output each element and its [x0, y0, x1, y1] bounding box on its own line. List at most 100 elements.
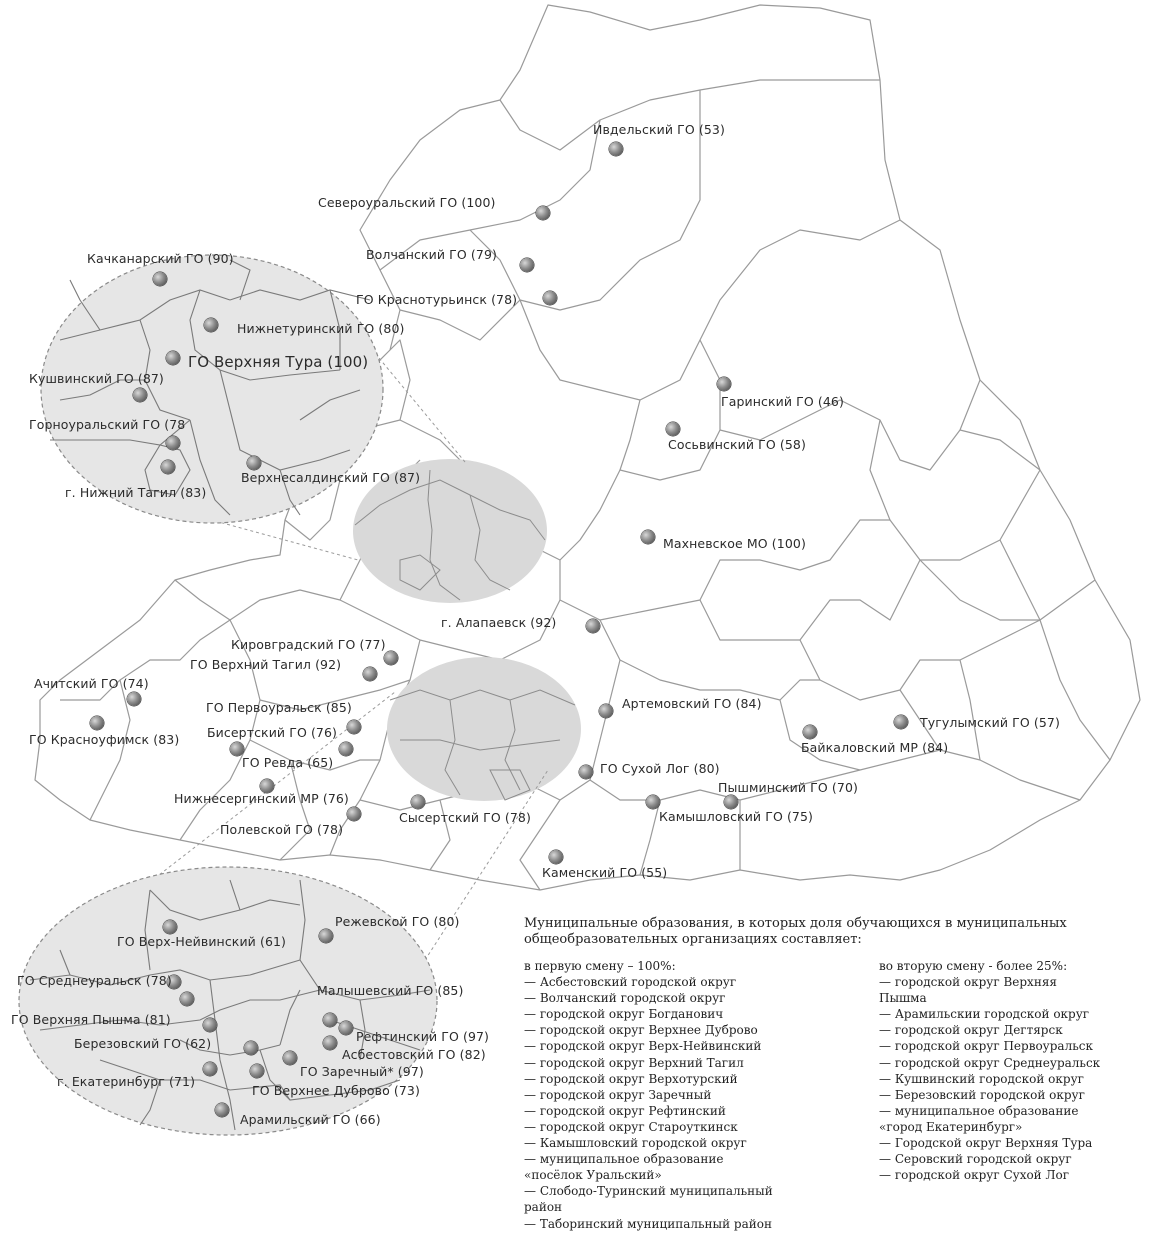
legend-col1-item: — городской округ Верхний Тагил — [524, 1055, 744, 1070]
marker-alapaevsk — [586, 619, 600, 633]
legend-col2-item: — городской округ Дегтярск — [879, 1023, 1063, 1038]
legend-col2-item: — городской округ Верхняя — [879, 975, 1057, 990]
label-achit: Ачитский ГО (74) — [34, 676, 149, 691]
legend-col2-item: — Арамильскии городской округ — [879, 1007, 1090, 1022]
marker-ivdel — [609, 142, 623, 156]
marker-garinsky — [717, 377, 731, 391]
marker-vdubrovo — [250, 1064, 264, 1078]
legend-col1-item: — Асбестовский городской округ — [524, 975, 737, 990]
legend-column-first-shift: в первую смену – 100%: — Асбестовский го… — [524, 958, 773, 1232]
label-artemovsky: Артемовский ГО (84) — [622, 696, 762, 711]
marker-polevskoy — [347, 807, 361, 821]
legend-col1-item: — Волчанский городской округ — [524, 991, 726, 1006]
label-kamensky: Каменский ГО (55) — [542, 865, 668, 880]
label-zarechny: ГО Заречный* (97) — [300, 1064, 424, 1079]
label-garinsky: Гаринский ГО (46) — [721, 394, 844, 409]
label-sredneuralsk: ГО Среднеуральск (78) — [17, 973, 172, 988]
label-asbest: Асбестовский ГО (82) — [342, 1047, 486, 1062]
label-sysert: Сысертский ГО (78) — [399, 810, 531, 825]
label-rezh: Режевской ГО (80) — [335, 914, 460, 929]
marker-tugulym — [894, 715, 908, 729]
legend-col2-item: — городской округ Среднеуральск — [879, 1055, 1101, 1070]
label-pyshma: Пышминский ГО (70) — [718, 780, 858, 795]
marker-berezovsky — [203, 1018, 217, 1032]
marker-rezh — [319, 929, 333, 943]
label-kushva: Кушвинский ГО (87) — [29, 371, 164, 386]
zoom-area-south — [387, 657, 581, 801]
marker-baikalovo — [803, 725, 817, 739]
label-berezovsky: Березовский ГО (62) — [74, 1036, 212, 1051]
legend-col1-item: район — [524, 1200, 563, 1215]
label-ntagil: г. Нижний Тагил (83) — [65, 485, 207, 500]
marker-sukhoylog — [579, 765, 593, 779]
legend-col1-heading: в первую смену – 100%: — [524, 959, 676, 973]
label-gornouralsky: Горноуральский ГО (78 — [29, 417, 186, 432]
marker-volchansk — [520, 258, 534, 272]
legend-col1-item: — городской округ Верх-Нейвинский — [524, 1039, 762, 1054]
label-verkhnyaya-tura: ГО Верхняя Тура (100) — [188, 353, 369, 371]
marker-sredneuralsk — [167, 975, 181, 989]
legend-col1-item: — Таборинский муниципальный район — [524, 1216, 772, 1231]
label-malysheva: Малышевский ГО (85) — [317, 983, 464, 998]
label-vsalda: Верхнесалдинский ГО (87) — [241, 470, 421, 485]
label-tugulym: Тугулымский ГО (57) — [920, 715, 1060, 730]
label-nizhneserginsky: Нижнесергинский МР (76) — [174, 791, 349, 806]
label-vdubrovo: ГО Верхнее Дуброво (73) — [252, 1083, 420, 1098]
label-krasnoturinsk: ГО Краснотурьинск (78) — [356, 292, 518, 307]
legend-col1-item: — городской округ Рефтинский — [524, 1103, 726, 1118]
marker-sosva — [666, 422, 680, 436]
legend-col2-item: — Березовский городской округ — [879, 1087, 1085, 1102]
legend-col1-item: — городской округ Верхотурский — [524, 1071, 738, 1086]
marker-ntagil — [161, 460, 175, 474]
label-revda: ГО Ревда (65) — [242, 755, 334, 770]
legend-col2-item: — городской округ Первоуральск — [879, 1039, 1093, 1054]
marker-kachkanar — [153, 272, 167, 286]
marker-gornouralsky — [166, 436, 180, 450]
label-reftinsky: Рефтинский ГО (97) — [356, 1029, 490, 1044]
marker-kushva — [133, 388, 147, 402]
marker-malysheva — [323, 1013, 337, 1027]
marker-vsalda — [247, 456, 261, 470]
label-vtagil: ГО Верхний Тагил (92) — [190, 657, 342, 672]
marker-achit — [127, 692, 141, 706]
marker-sysert — [411, 795, 425, 809]
marker-kamensky — [549, 850, 563, 864]
marker-vpyshma — [180, 992, 194, 1006]
label-verkhneyvinsky: ГО Верх-Нейвинский (61) — [117, 934, 287, 949]
marker-severouralsk — [536, 206, 550, 220]
label-severouralsk: Североуральский ГО (100) — [318, 195, 496, 210]
legend-col1-item: «посёлок Уральский» — [524, 1168, 662, 1183]
legend-col2-item: — Городской округ Верхняя Тура — [879, 1136, 1093, 1151]
zoom-area-north — [353, 459, 547, 603]
legend-title: Муниципальные образования, в которых дол… — [524, 916, 1067, 947]
marker-reftinsky — [339, 1021, 353, 1035]
label-ivdel: Ивдельский ГО (53) — [593, 122, 725, 137]
marker-verkhneyvinsky — [163, 920, 177, 934]
marker-verkhnyaya-tura — [166, 351, 180, 365]
marker-nizhneserginsky — [260, 779, 274, 793]
label-vpyshma: ГО Верхняя Пышма (81) — [11, 1012, 171, 1027]
marker-krasnoufimsk — [90, 716, 104, 730]
label-alapaevsk: г. Алапаевск (92) — [441, 615, 557, 630]
label-makhnevo: Махневское МО (100) — [663, 536, 806, 551]
marker-makhnevo — [641, 530, 655, 544]
legend-column-second-shift: во вторую смену - более 25%: — городской… — [879, 958, 1100, 1183]
legend-col2-heading: во вторую смену - более 25%: — [879, 959, 1068, 973]
label-baikalovo: Байкаловский МР (84) — [801, 740, 949, 755]
label-kirovgrad: Кировградский ГО (77) — [231, 637, 386, 652]
label-sosva: Сосьвинский ГО (58) — [668, 437, 806, 452]
legend-col1-item: — городской округ Богданович — [524, 1007, 724, 1022]
legend-col1-item: — муниципальное образование — [524, 1152, 724, 1167]
marker-pervouralsk — [347, 720, 361, 734]
legend-col2-item: — Серовский городской округ — [879, 1152, 1072, 1167]
label-pervouralsk: ГО Первоуральск (85) — [206, 700, 352, 715]
legend-col2-item: Пышма — [879, 991, 927, 1006]
label-krasnoufimsk: ГО Красноуфимск (83) — [29, 732, 180, 747]
marker-kamyshlovsky — [646, 795, 660, 809]
marker-pyshma — [724, 795, 738, 809]
label-kamyshlovsky: Камышловский ГО (75) — [659, 809, 814, 824]
label-bisert: Бисертский ГО (76) — [207, 725, 338, 740]
marker-aramil — [215, 1103, 229, 1117]
label-sukhoylog: ГО Сухой Лог (80) — [600, 761, 720, 776]
marker-bisert-2 — [339, 742, 353, 756]
